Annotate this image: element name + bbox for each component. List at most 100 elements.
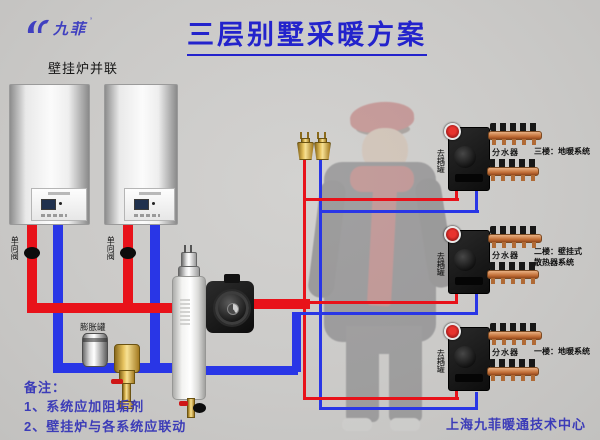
check-valve-label-2: 单向阀 [106,236,116,260]
right-shoe [390,418,420,431]
separator-vent-prong [184,245,186,253]
floor1-supply-drop [455,384,458,399]
boiler-section-label: 壁挂炉并联 [48,61,119,76]
floor2-return-line [297,312,478,315]
manifold-valve-caps [489,262,537,270]
floor1-station: 去耦罐 分水器 一楼：地暖系统 [432,323,597,393]
pump-terminal-box [224,274,240,283]
floor1-return-drop [475,392,478,409]
floor-label-line1: 三楼：地暖系统 [534,147,590,156]
manifold-stubs [491,375,535,381]
unit-pump [454,146,476,168]
air-vent-supply [297,132,314,160]
floor1-label: 一楼：地暖系统 [534,347,590,358]
expansion-tank-label: 膨胀罐 [80,322,106,332]
air-vent-return [314,132,331,160]
floor-label-line1: 二楼：壁挂式 [534,247,582,256]
unit-pump [454,346,476,368]
floor3-pipe-label: 去耦罐 [436,149,446,173]
boiler1-control-panel [30,188,87,221]
manifold-valve-caps [490,123,540,131]
boiler1-return-pipe [53,222,63,369]
manifold-label: 分水器 [492,348,519,357]
air-vent-body [314,142,331,160]
air-vent-body [297,142,314,160]
face [362,128,408,172]
left-shoe [342,418,372,431]
logo-mark: ’ [90,16,93,26]
manifold-label: 分水器 [492,251,519,260]
notes-heading: 备注： [24,380,67,395]
floor3-supply-drop [455,185,458,201]
drain-handle [179,401,188,406]
check-valve-2 [120,247,136,259]
boiler1-supply-pipe [27,222,37,307]
return-main-horizontal [200,366,298,375]
manifold-upper [488,226,542,248]
right-leg [389,348,422,422]
boiler-brand-mark [47,192,70,195]
check-valve-label-1: 单向阀 [10,236,20,260]
supply-riser [303,158,306,400]
check-valve-1 [24,247,40,259]
manifold-valve-caps [489,159,537,167]
supply-header-pipe [27,303,177,313]
manifold-label: 分水器 [492,148,519,157]
manifold-valve-caps [490,323,540,331]
brand-logo: 九菲 ’ [26,16,93,39]
fill-valve-handle [111,379,123,384]
pressure-gauge [444,123,461,140]
floor3-supply-line [303,198,459,201]
boiler2-return-pipe [150,222,160,369]
note-item-1: 1、系统应加阻垢剂 [24,399,145,414]
floor1-mixing-unit [448,327,490,391]
manifold-lower [487,159,539,181]
air-vent-prongs [300,132,309,139]
floor1-pipe-label: 去耦罐 [436,349,446,373]
hip [346,326,422,354]
boiler2-supply-pipe [123,222,133,307]
manifold-stubs [492,242,538,248]
boiler2-control-panel [123,188,175,221]
unit-slot [455,374,483,382]
separator-sticker [180,299,190,325]
air-vent-prongs [317,132,326,139]
unit-pump [454,249,476,271]
manifold-stubs [491,175,535,181]
fill-valve-body [114,344,140,373]
unit-slot [455,174,483,182]
boiler-button [58,202,62,205]
boiler-display [133,199,149,210]
note-item-2: 2、壁挂炉与各系统应联动 [24,419,187,434]
logo-swoosh-icon [27,19,49,33]
manifold-valve-caps [490,226,540,234]
page-title: 三层别墅采暖方案 [187,13,427,56]
left-leg [346,348,379,422]
floor1-return-line [319,407,478,410]
boiler-panel-lines [133,214,160,217]
wall-boiler-1 [9,84,90,225]
drain-knob [193,403,206,413]
pump-outlet-pipe [246,299,310,309]
floor3-label: 三楼：地暖系统 [534,147,590,158]
unit-slot [455,277,483,285]
floor3-return-line [319,210,479,213]
floor1-supply-line [303,397,459,400]
manifold-stubs [492,139,538,145]
floor2-pipe-label: 去耦罐 [436,252,446,276]
logo-text: 九菲 [53,21,88,38]
floor2-station: 去耦罐 分水器 二楼：壁挂式 散热器系统 [432,226,597,296]
floor2-return-drop [475,292,478,314]
manifold-upper [488,123,542,145]
boiler-panel-lines [40,214,67,217]
footer-credit: 上海九菲暖通技术中心 [445,417,586,432]
manifold-stubs [491,278,535,284]
scarf-loop [350,166,414,192]
manifold-lower [487,262,539,284]
boiler-button [151,202,155,205]
expansion-tank-band [83,338,107,342]
floor-label-line2: 散热器系统 [534,257,574,267]
wall-boiler-2 [104,84,178,225]
circulation-pump [206,274,254,333]
